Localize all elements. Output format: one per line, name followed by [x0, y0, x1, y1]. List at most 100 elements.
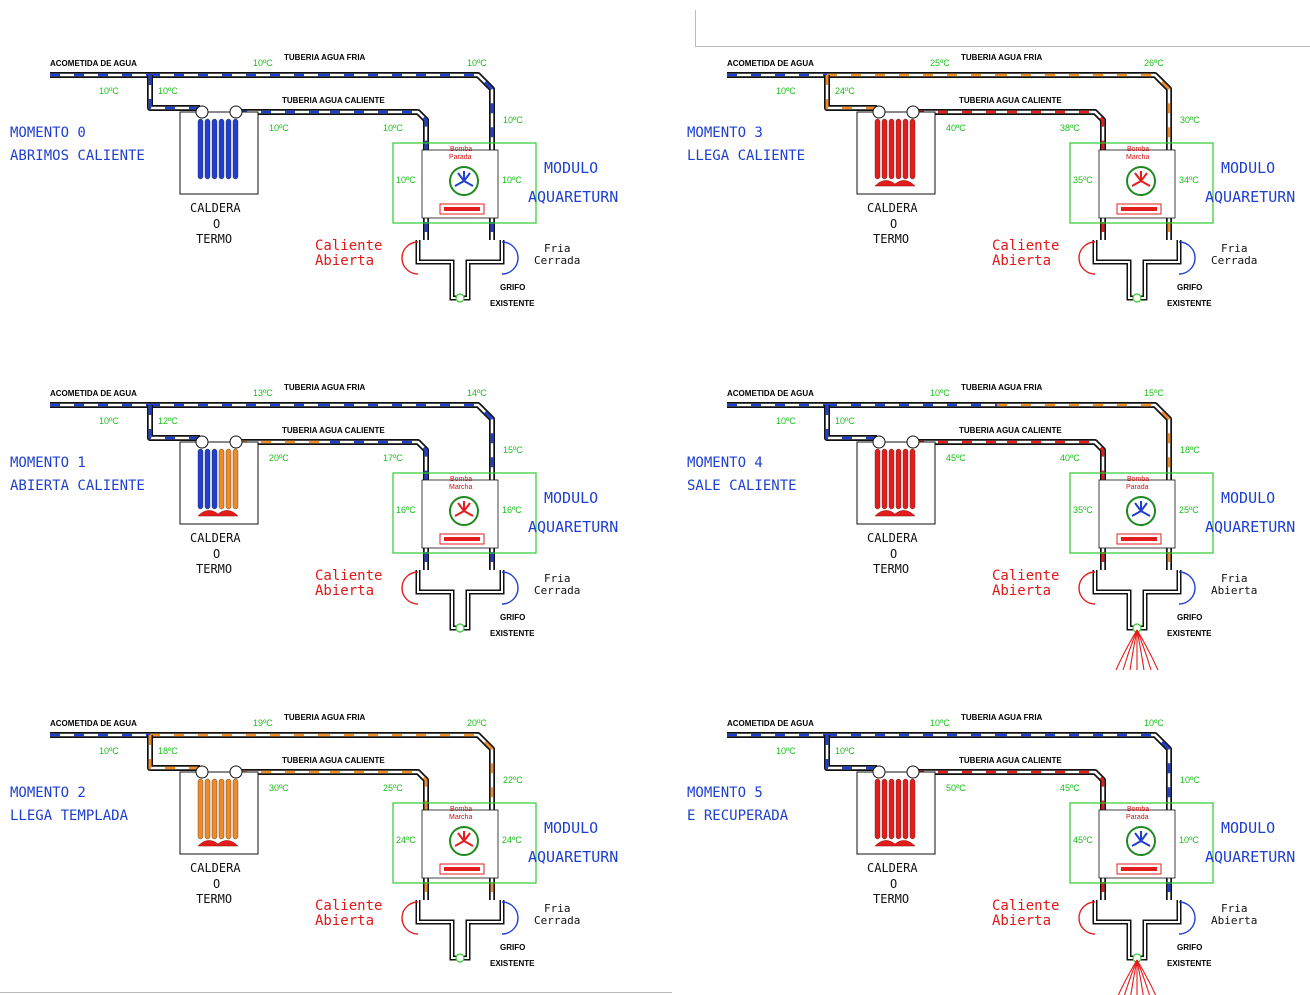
- hot-tap-state: Abierta: [992, 583, 1051, 599]
- water-jet-icon: [1136, 959, 1151, 995]
- aquareturn-module: [1069, 802, 1214, 884]
- temp-cold-mid: 25ºC: [930, 58, 950, 68]
- pump-status-label: Bomba: [1127, 476, 1149, 483]
- tap-assembly: [1078, 240, 1196, 303]
- hot-tap-label: Caliente: [315, 898, 382, 914]
- temp-hot-out: 45ºC: [946, 453, 966, 463]
- temp-module-right: 24ºC: [502, 835, 522, 845]
- temp-hot-end: 25ºC: [383, 783, 403, 793]
- boiler-coil: [218, 118, 225, 180]
- temp-module-left: 45ºC: [1073, 835, 1093, 845]
- control-panel-strip: [444, 207, 480, 211]
- pipe-hot-b-flow: [1007, 110, 1105, 150]
- cold-tap-label: Fria: [1221, 242, 1248, 255]
- water-jet-icon: [1130, 959, 1138, 995]
- temp-module-left: 35ºC: [1073, 505, 1093, 515]
- cold-tap-state: Cerrada: [534, 914, 580, 927]
- boiler-or-label: O: [890, 547, 897, 561]
- cold-handle-icon: [1178, 571, 1196, 605]
- hot-tap-state: Abierta: [992, 913, 1051, 929]
- boiler-label: CALDERA: [190, 201, 241, 215]
- boiler-label: CALDERA: [190, 861, 241, 875]
- spout-icon: [455, 293, 465, 303]
- water-jet-icon: [1117, 959, 1138, 995]
- boiler-termo-label: TERMO: [196, 232, 232, 246]
- pipe-cold-b: [997, 732, 1172, 810]
- temp-cold-mid: 10ºC: [930, 388, 950, 398]
- pipe-hot-b-bore: [1007, 110, 1105, 150]
- temp-boiler-in: 12ºC: [158, 416, 178, 426]
- tap-assembly: [401, 570, 519, 633]
- pipe-hot-b: [1007, 769, 1106, 810]
- moment-title: MOMENTO 3: [687, 125, 763, 141]
- pipe-cold-b-flow: [997, 733, 1171, 810]
- boiler-termo-label: TERMO: [873, 892, 909, 906]
- tap-body-bore: [1094, 900, 1180, 959]
- tap-existing-label: EXISTENTE: [490, 299, 535, 308]
- pipe-boiler-inlet-flow: [825, 405, 877, 440]
- pump-impeller-icon: [1131, 501, 1151, 517]
- temp-module-left: 24ºC: [396, 835, 416, 845]
- module-label: MODULO: [544, 159, 598, 177]
- spout-icon: [455, 953, 465, 963]
- boiler-coil: [232, 778, 239, 840]
- pump-status-value: Parada: [1126, 814, 1149, 821]
- cold-tap-label: Fria: [1221, 572, 1248, 585]
- acometida-label: ACOMETIDA DE AGUA: [727, 719, 814, 728]
- burner-flame-icon: [874, 180, 916, 187]
- boiler-inlet-port: [195, 435, 209, 449]
- moment-subtitle: LLEGA CALIENTE: [687, 148, 805, 164]
- acometida-label: ACOMETIDA DE AGUA: [50, 719, 137, 728]
- pipe-cold-b-flow: [320, 73, 494, 150]
- temp-cold-mid: 10ºC: [253, 58, 273, 68]
- temp-module-left: 16ºC: [396, 505, 416, 515]
- pipe-hot-b-outline: [1007, 439, 1106, 480]
- moment-title: MOMENTO 1: [10, 455, 86, 471]
- boiler-termo-label: TERMO: [873, 562, 909, 576]
- boiler-coil: [211, 448, 218, 510]
- boiler-coil: [232, 118, 239, 180]
- water-jet-icon: [1129, 629, 1138, 671]
- cold-tap-state: Abierta: [1211, 914, 1257, 927]
- burner-flame-icon: [197, 510, 239, 517]
- temp-hot-out: 50ºC: [946, 783, 966, 793]
- temp-hot-out: 10ºC: [269, 123, 289, 133]
- boiler-label: CALDERA: [867, 201, 918, 215]
- temp-cold-end: 26ºC: [1144, 58, 1164, 68]
- module-brand: AQUARETURN: [528, 518, 618, 536]
- boiler: [179, 105, 259, 195]
- cold-handle-icon: [501, 241, 519, 275]
- temp-cold-end: 14ºC: [467, 388, 487, 398]
- temp-inlet: 10ºC: [776, 746, 796, 756]
- hot-pipe-label: TUBERIA AGUA CALIENTE: [282, 96, 385, 105]
- spout-icon: [455, 623, 465, 633]
- acometida-label: ACOMETIDA DE AGUA: [727, 59, 814, 68]
- boiler-termo-label: TERMO: [873, 232, 909, 246]
- moment-title: MOMENTO 0: [10, 125, 86, 141]
- tap-label: GRIFO: [1177, 283, 1202, 292]
- cold-pipe-label: TUBERIA AGUA FRIA: [284, 713, 366, 722]
- temp-cold-riser: 15ºC: [503, 445, 523, 455]
- pipe-boiler-inlet: [147, 75, 200, 111]
- pipe-hot-b-outline: [330, 109, 429, 150]
- pipe-hot-b: [1007, 109, 1106, 150]
- module-frame: [1069, 472, 1214, 554]
- pipe-boiler-inlet: [147, 405, 200, 441]
- cold-tap-label: Fria: [544, 572, 571, 585]
- boiler: [179, 765, 259, 855]
- pump-status-value: Marcha: [449, 814, 472, 821]
- acometida-label: ACOMETIDA DE AGUA: [50, 389, 137, 398]
- module-frame: [1069, 802, 1214, 884]
- boiler-or-label: O: [213, 547, 220, 561]
- pipe-cold-b-flow: [320, 403, 494, 480]
- water-jet-icon: [1136, 629, 1152, 671]
- moment-subtitle: SALE CALIENTE: [687, 478, 797, 494]
- pump-impeller-icon: [1131, 171, 1151, 187]
- boiler-coil: [204, 448, 211, 510]
- cold-tap-label: Fria: [544, 242, 571, 255]
